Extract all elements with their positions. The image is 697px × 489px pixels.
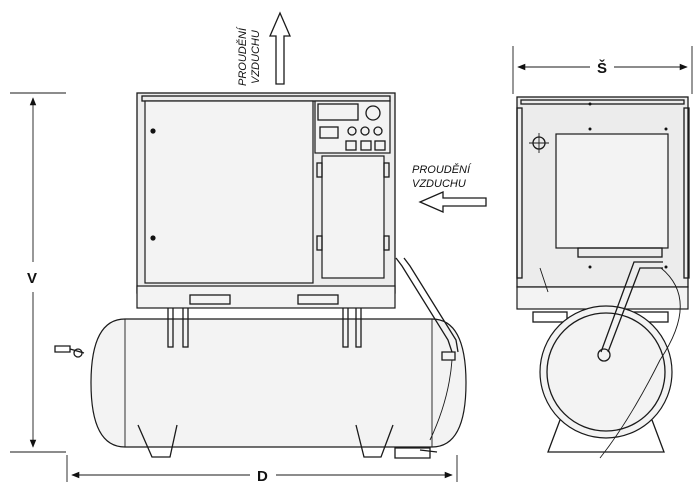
airflow-side: PROUDĚNÍ VZDUCHU [412,163,487,213]
airflow-top-line1: PROUDĚNÍ [236,26,249,86]
airflow-side-line1: PROUDĚNÍ [412,163,472,176]
depth-dimension: D [66,455,458,485]
front-tank [54,302,467,459]
arrow-left-outline-icon [418,191,487,213]
height-dimension: V [10,92,66,453]
side-compressor [516,96,690,459]
height-label: V [27,270,37,287]
arrow-up-outline-icon [269,11,291,85]
front-compressor [136,92,459,441]
airflow-top-line2: VZDUCHU [250,30,262,84]
depth-label: D [257,468,268,485]
width-label: Š [597,59,607,77]
airflow-up: PROUDĚNÍ VZDUCHU [236,11,291,86]
width-dimension: Š [512,46,693,94]
airflow-side-line2: VZDUCHU [412,178,466,190]
